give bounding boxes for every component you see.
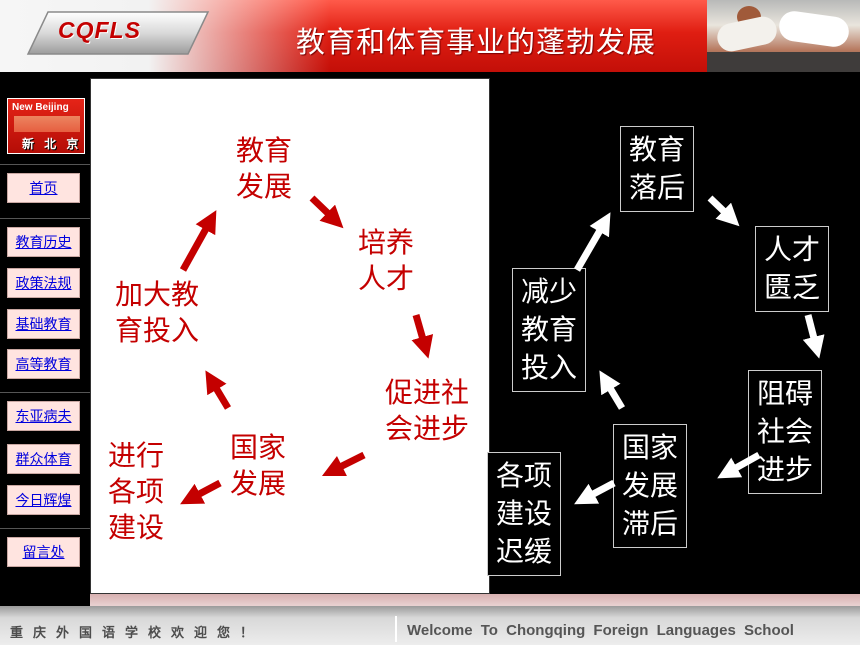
nav-divider	[0, 528, 90, 529]
node-reduce-investment: 减少教育投入	[512, 268, 587, 392]
node-train-talent: 培养人才	[358, 226, 415, 295]
page-title: 教育和体育事业的蓬勃发展	[296, 25, 657, 59]
node-construction: 进行各项建设	[108, 439, 165, 544]
nav-divider	[0, 218, 90, 219]
logo-building-image	[14, 116, 80, 132]
header-underline	[0, 72, 860, 78]
logo-caption-cn: 新 北 京	[22, 137, 82, 151]
sidebar-item-home[interactable]: 首页	[7, 173, 80, 203]
footer-divider	[395, 616, 397, 642]
node-talent-shortage: 人才匮乏	[755, 226, 830, 312]
header-photo	[707, 0, 860, 72]
node-education-development: 教育发展	[236, 134, 293, 203]
site-logo[interactable]: CQFLS	[58, 17, 141, 43]
logo-caption-en: New Beijing	[12, 102, 69, 113]
logo-tab-shape	[26, 11, 210, 55]
footer-bar: 重庆外国语学校欢迎您！ Welcome To Chongqing Foreign…	[0, 606, 860, 645]
sidebar-item-basic-education[interactable]: 基础教育	[7, 309, 80, 339]
sidebar-nav: New Beijing 新 北 京 首页 教育历史 政策法规 基础教育 高等教育…	[0, 78, 90, 606]
footer-welcome-en: Welcome To Chongqing Foreign Languages S…	[407, 622, 794, 639]
sidebar-item-mass-sports[interactable]: 群众体育	[7, 444, 80, 474]
node-hinder-progress: 阻碍社会进步	[748, 370, 823, 494]
node-social-progress: 促进社会进步	[385, 376, 470, 445]
nav-divider	[0, 392, 90, 393]
node-increase-investment: 加大教育投入	[115, 278, 200, 347]
header-banner: CQFLS 教育和体育事业的蓬勃发展	[0, 0, 860, 72]
nav-divider	[0, 164, 90, 165]
node-national-development: 国家发展	[230, 431, 287, 500]
node-national-stagnation: 国家发展滞后	[613, 424, 688, 548]
sidebar-item-higher-education[interactable]: 高等教育	[7, 349, 80, 379]
node-construction-slow: 各项建设迟缓	[487, 452, 562, 576]
panel-base	[90, 594, 860, 606]
footer-welcome-cn: 重庆外国语学校欢迎您！	[10, 626, 264, 641]
node-education-lagging: 教育落后	[620, 126, 695, 212]
sidebar-item-glory[interactable]: 今日辉煌	[7, 485, 80, 515]
sidebar-item-sick-man[interactable]: 东亚病夫	[7, 401, 80, 431]
new-beijing-logo[interactable]: New Beijing 新 北 京	[7, 98, 85, 154]
sidebar-item-policy[interactable]: 政策法规	[7, 268, 80, 298]
sidebar-item-guestbook[interactable]: 留言处	[7, 537, 80, 567]
sidebar-item-education-history[interactable]: 教育历史	[7, 227, 80, 257]
